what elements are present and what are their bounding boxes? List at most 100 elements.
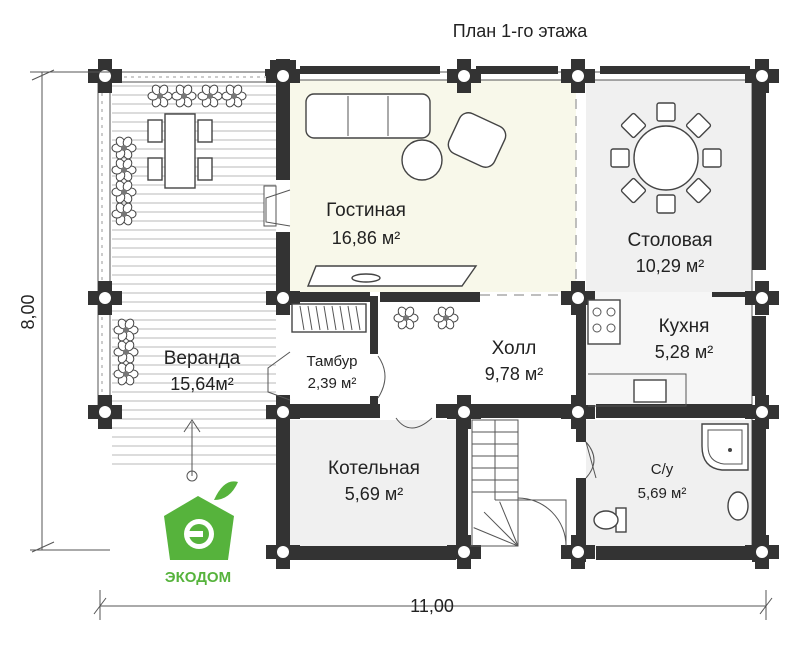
log-joint-icon bbox=[266, 395, 300, 429]
wall-south-boiler bbox=[290, 546, 456, 560]
bathroom-door bbox=[585, 441, 595, 479]
room-name-hall: Холл bbox=[492, 338, 537, 359]
wall-boiler-east bbox=[456, 418, 468, 550]
plant-icon bbox=[171, 84, 197, 108]
sink-icon bbox=[633, 379, 667, 403]
washbasin-icon bbox=[727, 491, 749, 521]
dimension-lines bbox=[30, 69, 773, 620]
width-dimension-label: 11,00 bbox=[410, 596, 454, 616]
log-joint-icon bbox=[447, 59, 481, 93]
dining-table-icon bbox=[633, 125, 699, 191]
ekodom-logo: ЭКОДОМ bbox=[164, 481, 238, 586]
wall-bath-west-lower bbox=[576, 478, 586, 562]
log-joint-icon bbox=[561, 395, 595, 429]
veranda-chair bbox=[197, 119, 213, 143]
plant-icon bbox=[221, 84, 247, 108]
plant-icon bbox=[111, 202, 137, 226]
wall-east-lower bbox=[752, 420, 766, 562]
tv-stand-icon bbox=[306, 265, 478, 287]
dining-set bbox=[610, 102, 722, 214]
log-joint-icon bbox=[561, 281, 595, 315]
tambur-inner-door bbox=[377, 355, 386, 399]
wall-kitchen-stub bbox=[712, 292, 752, 297]
room-area-kitchen: 5,28 м² bbox=[655, 342, 713, 362]
room-area-boiler: 5,69 м² bbox=[345, 484, 403, 504]
room-area-bathroom: 5,69 м² bbox=[638, 485, 687, 502]
room-name-living: Гостиная bbox=[326, 200, 406, 221]
wall-top-segment-2 bbox=[476, 66, 558, 74]
walls bbox=[263, 60, 766, 562]
plant-icon bbox=[111, 136, 137, 160]
plan-title: План 1-го этажа bbox=[453, 21, 588, 41]
wall-east-middle bbox=[752, 316, 766, 396]
logo-leaf-icon bbox=[214, 481, 238, 500]
wall-top-segment-3 bbox=[600, 66, 750, 74]
room-name-veranda: Веранда bbox=[164, 348, 241, 369]
plant-icon bbox=[111, 158, 137, 182]
log-joint-icon bbox=[88, 281, 122, 315]
bathroom-door-leaf bbox=[585, 441, 597, 479]
room-name-boiler: Котельная bbox=[328, 458, 420, 479]
bathroom-fixtures bbox=[593, 423, 749, 533]
logo-text: ЭКОДОМ bbox=[165, 569, 231, 586]
wall-tambur-top bbox=[290, 292, 370, 302]
wall-boiler-west bbox=[276, 418, 290, 562]
boiler-room-floor bbox=[290, 420, 456, 550]
wall-kitchen-west bbox=[576, 300, 586, 410]
staircase-icon bbox=[470, 419, 567, 547]
veranda-table bbox=[164, 113, 196, 189]
tambur-entry-door bbox=[267, 351, 291, 401]
log-joint-icon bbox=[266, 535, 300, 569]
chair-icon bbox=[620, 177, 647, 204]
log-joint-icon bbox=[266, 59, 300, 93]
room-name-bathroom: С/у bbox=[651, 461, 674, 478]
armchair-icon bbox=[447, 112, 507, 168]
wall-east-upper bbox=[752, 80, 766, 270]
living-room-furniture bbox=[305, 93, 507, 287]
sofa-icon bbox=[305, 93, 431, 139]
log-joint-icon bbox=[745, 535, 779, 569]
room-name-tambur: Тамбур bbox=[307, 353, 358, 370]
kitchen-equipment bbox=[587, 299, 687, 407]
veranda-table-set bbox=[147, 113, 213, 189]
log-joint-icon bbox=[88, 59, 122, 93]
chair-icon bbox=[610, 148, 630, 168]
boiler-room-door bbox=[395, 417, 433, 429]
room-name-dining: Столовая bbox=[628, 230, 713, 251]
plant-icon bbox=[113, 362, 139, 386]
chair-icon bbox=[656, 102, 676, 122]
shower-icon bbox=[701, 423, 749, 471]
log-joint-icon bbox=[447, 535, 481, 569]
log-joint-icon bbox=[745, 395, 779, 429]
wall-bath-top bbox=[596, 404, 752, 418]
room-area-living: 16,86 м² bbox=[332, 228, 400, 248]
wall-boiler-top bbox=[290, 404, 380, 418]
plant-icon bbox=[113, 318, 139, 342]
plant-icon bbox=[113, 340, 139, 364]
room-area-veranda: 15,64м² bbox=[170, 374, 233, 394]
room-area-dining: 10,29 м² bbox=[636, 256, 704, 276]
log-joint-icon bbox=[745, 281, 779, 315]
living-room-door bbox=[265, 189, 291, 227]
log-joint-icon bbox=[447, 395, 481, 429]
room-area-tambur: 2,39 м² bbox=[308, 375, 357, 392]
decorative-plants bbox=[111, 84, 459, 386]
kitchen-counter bbox=[588, 373, 687, 407]
veranda-chair bbox=[147, 157, 163, 181]
chair-icon bbox=[702, 148, 722, 168]
stove-icon bbox=[587, 299, 621, 345]
wall-tambur-east bbox=[370, 296, 378, 354]
doors bbox=[265, 189, 597, 479]
chair-icon bbox=[620, 112, 647, 139]
plant-icon bbox=[393, 306, 419, 330]
tv-icon bbox=[351, 273, 381, 283]
entrance-marker bbox=[183, 419, 201, 482]
log-joint-icon bbox=[88, 395, 122, 429]
wall-living-west-upper bbox=[276, 76, 290, 180]
log-joint-icon bbox=[745, 59, 779, 93]
wall-top-segment bbox=[300, 66, 440, 74]
chair-icon bbox=[685, 177, 712, 204]
chair-icon bbox=[685, 112, 712, 139]
height-dimension-label: 8,00 bbox=[18, 294, 38, 329]
